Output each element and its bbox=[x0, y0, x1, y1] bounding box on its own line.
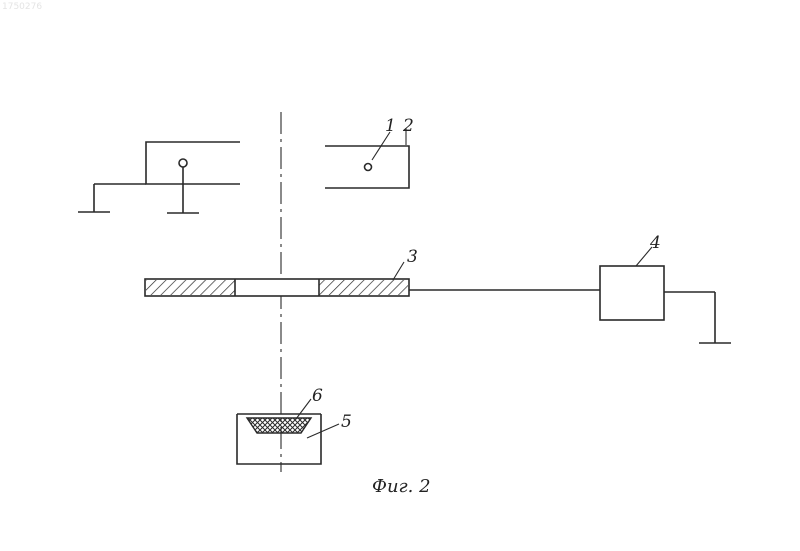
corner-id-text: 1750276 bbox=[2, 2, 42, 12]
label-4: 4 bbox=[649, 233, 661, 253]
label-3: 3 bbox=[407, 247, 418, 267]
label-5: 5 bbox=[341, 412, 352, 432]
right-electrode bbox=[325, 128, 409, 188]
label-2: 2 bbox=[402, 116, 414, 136]
aperture-plate bbox=[145, 262, 409, 296]
label-1: 1 bbox=[385, 116, 396, 136]
crucible bbox=[237, 399, 339, 464]
instrument-box bbox=[600, 247, 731, 343]
label-6: 6 bbox=[312, 386, 323, 406]
left-electrode bbox=[78, 142, 240, 213]
figure-caption: Фиг. 2 bbox=[372, 476, 431, 497]
